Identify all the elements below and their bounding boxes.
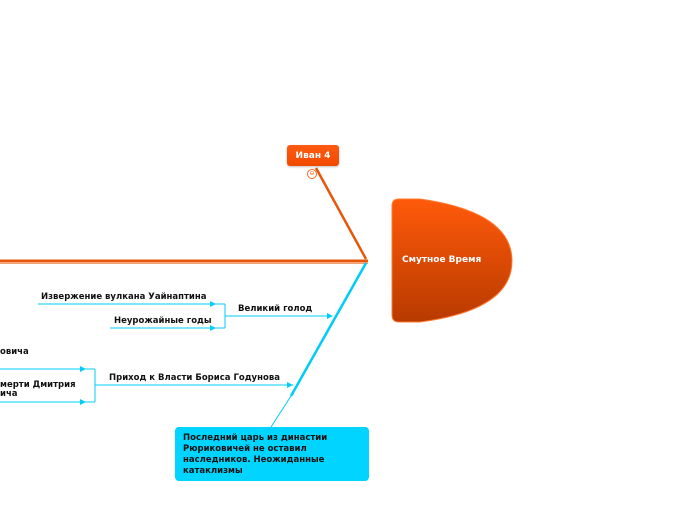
arrow-famine <box>327 313 333 319</box>
head-label: Смутное Время <box>402 255 482 265</box>
node-ivan-4-label: Иван 4 <box>295 150 331 161</box>
branch-godunov-label[interactable]: Приход к Власти Бориса Годунова <box>109 373 280 383</box>
bone-lower <box>289 262 368 397</box>
bone-ivan <box>314 167 368 260</box>
cause-harvest[interactable]: Неурожайные годы <box>114 316 212 326</box>
branch-famine-label[interactable]: Великий голод <box>238 304 313 314</box>
callout-text: Последний царь из династии Рюриковичей н… <box>183 433 328 476</box>
arrow-volcano <box>210 301 216 307</box>
cause-volcano[interactable]: Извержение вулкана Уайнаптина <box>41 292 207 302</box>
cause-godunov-3[interactable]: ича <box>0 389 18 399</box>
arrow-g1 <box>80 366 86 372</box>
cause-godunov-1[interactable]: овича <box>0 347 29 357</box>
arrow-godunov <box>287 382 293 388</box>
arrow-harvest <box>210 325 216 331</box>
arrow-g2 <box>80 399 86 405</box>
node-ivan-4[interactable]: Иван 4 <box>287 145 339 166</box>
callout-note[interactable]: Последний царь из династии Рюриковичей н… <box>175 427 369 481</box>
callout-connector <box>270 395 292 428</box>
head-shape[interactable] <box>391 198 513 323</box>
collapse-icon[interactable]: ⊖ <box>307 169 317 179</box>
cause-godunov-2[interactable]: мерти Дмитрия <box>0 380 76 390</box>
